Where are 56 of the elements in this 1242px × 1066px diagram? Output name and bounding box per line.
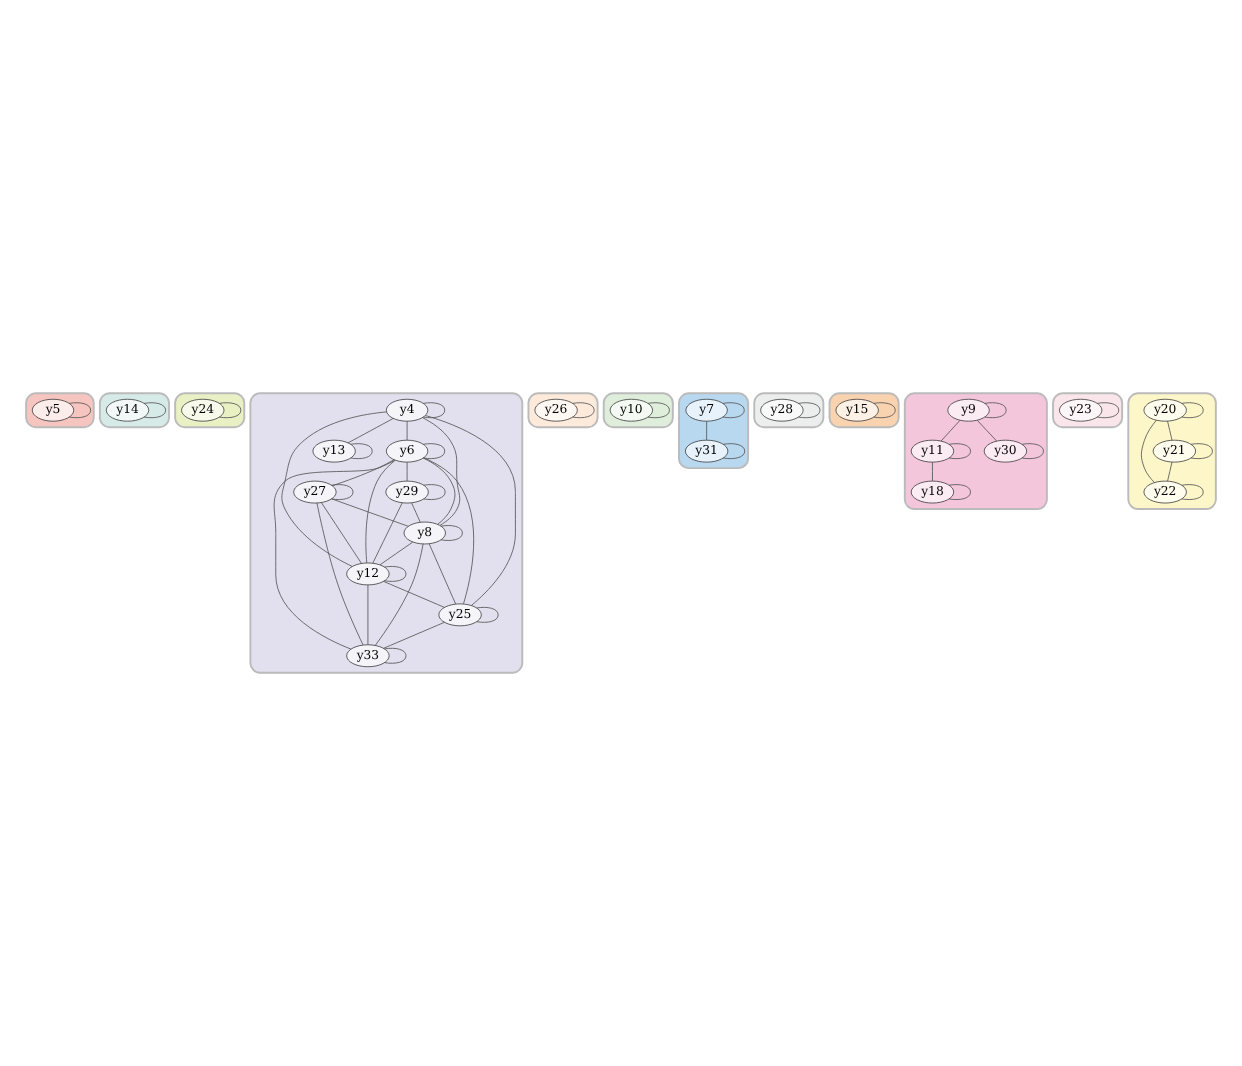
connector xyxy=(948,443,971,460)
connector xyxy=(331,498,409,527)
connector xyxy=(1181,484,1204,500)
connector xyxy=(1181,402,1204,419)
connector xyxy=(722,443,746,460)
connector xyxy=(422,443,446,460)
connector xyxy=(321,502,362,564)
connector xyxy=(273,459,396,650)
connector xyxy=(423,484,446,500)
connector xyxy=(422,402,446,419)
connector xyxy=(383,580,445,608)
connector xyxy=(68,402,92,419)
connector xyxy=(423,457,475,605)
connector xyxy=(932,461,933,482)
connector xyxy=(406,420,408,441)
connector xyxy=(367,584,369,646)
connector xyxy=(219,402,242,419)
connector xyxy=(706,420,708,441)
connector xyxy=(1190,443,1213,460)
connector xyxy=(1167,420,1173,441)
connector xyxy=(411,502,421,523)
connector xyxy=(798,402,821,419)
connector xyxy=(440,525,463,541)
connector xyxy=(379,541,414,566)
connector xyxy=(347,417,394,444)
connector xyxy=(976,419,998,442)
connector xyxy=(572,402,595,419)
connector xyxy=(647,402,670,419)
connector xyxy=(384,647,407,664)
connector xyxy=(422,417,461,526)
connector xyxy=(940,419,961,442)
connector xyxy=(476,606,499,623)
connector xyxy=(1140,419,1157,483)
connector xyxy=(383,621,445,649)
connector xyxy=(1021,443,1044,460)
connector xyxy=(331,459,395,487)
connector xyxy=(372,502,403,564)
connector xyxy=(422,457,456,525)
connector xyxy=(984,402,1007,419)
connector xyxy=(350,443,373,460)
connector xyxy=(331,484,354,500)
connector xyxy=(1096,402,1120,419)
connector xyxy=(406,461,408,482)
connector xyxy=(374,543,424,646)
connector xyxy=(722,402,745,419)
connector xyxy=(281,411,387,567)
connector xyxy=(948,484,971,500)
connector xyxy=(428,543,457,605)
connector xyxy=(1167,461,1173,482)
connector xyxy=(384,566,407,582)
connector xyxy=(143,402,166,419)
connector xyxy=(873,402,896,419)
connector xyxy=(316,502,364,646)
cluster xyxy=(249,392,524,674)
connector xyxy=(365,459,396,564)
connector xyxy=(425,415,516,606)
